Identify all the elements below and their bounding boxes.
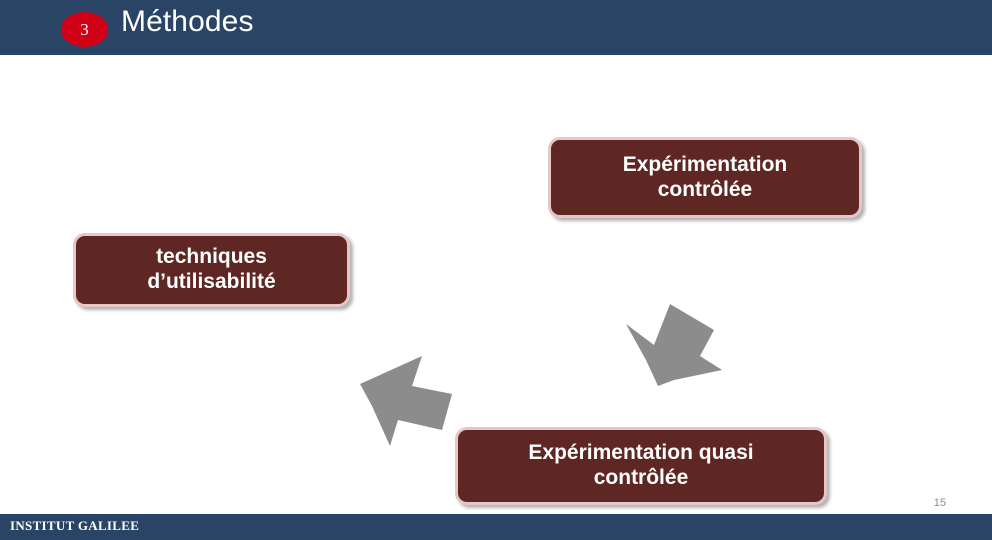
slide-header-bar <box>0 0 992 55</box>
concept-box-techniques-utilisabilite[interactable]: techniques d’utilisabilité <box>73 233 350 307</box>
concept-box-line2: d’utilisabilité <box>147 270 276 293</box>
concept-box-text: techniques d’utilisabilité <box>147 245 275 294</box>
concept-box-experimentation-quasi-controlee[interactable]: Expérimentation quasi contrôlée <box>455 427 827 505</box>
section-number-label: 3 <box>80 19 89 39</box>
concept-box-line2: contrôlée <box>657 177 753 201</box>
concept-box-line2: contrôlée <box>593 466 689 489</box>
arrow-down-right-icon <box>614 300 722 390</box>
concept-box-line1: techniques <box>156 245 267 269</box>
concept-box-text: Expérimentation quasi contrôlée <box>528 441 753 490</box>
concept-box-line1: Expérimentation <box>622 152 788 176</box>
institution-label: INSTITUT GALILEE <box>10 518 140 533</box>
concept-box-experimentation-controlee[interactable]: Expérimentation contrôlée <box>548 137 862 218</box>
page-number: 15 <box>933 497 946 509</box>
concept-box-line1: Expérimentation quasi <box>528 441 754 465</box>
arrow-up-left-icon <box>356 354 466 449</box>
page-title: Méthodes <box>121 5 254 38</box>
concept-box-text: Expérimentation contrôlée <box>623 153 788 202</box>
slide-footer-bar: INSTITUT GALILEE <box>0 514 992 540</box>
section-number-badge: 3 <box>61 12 108 47</box>
